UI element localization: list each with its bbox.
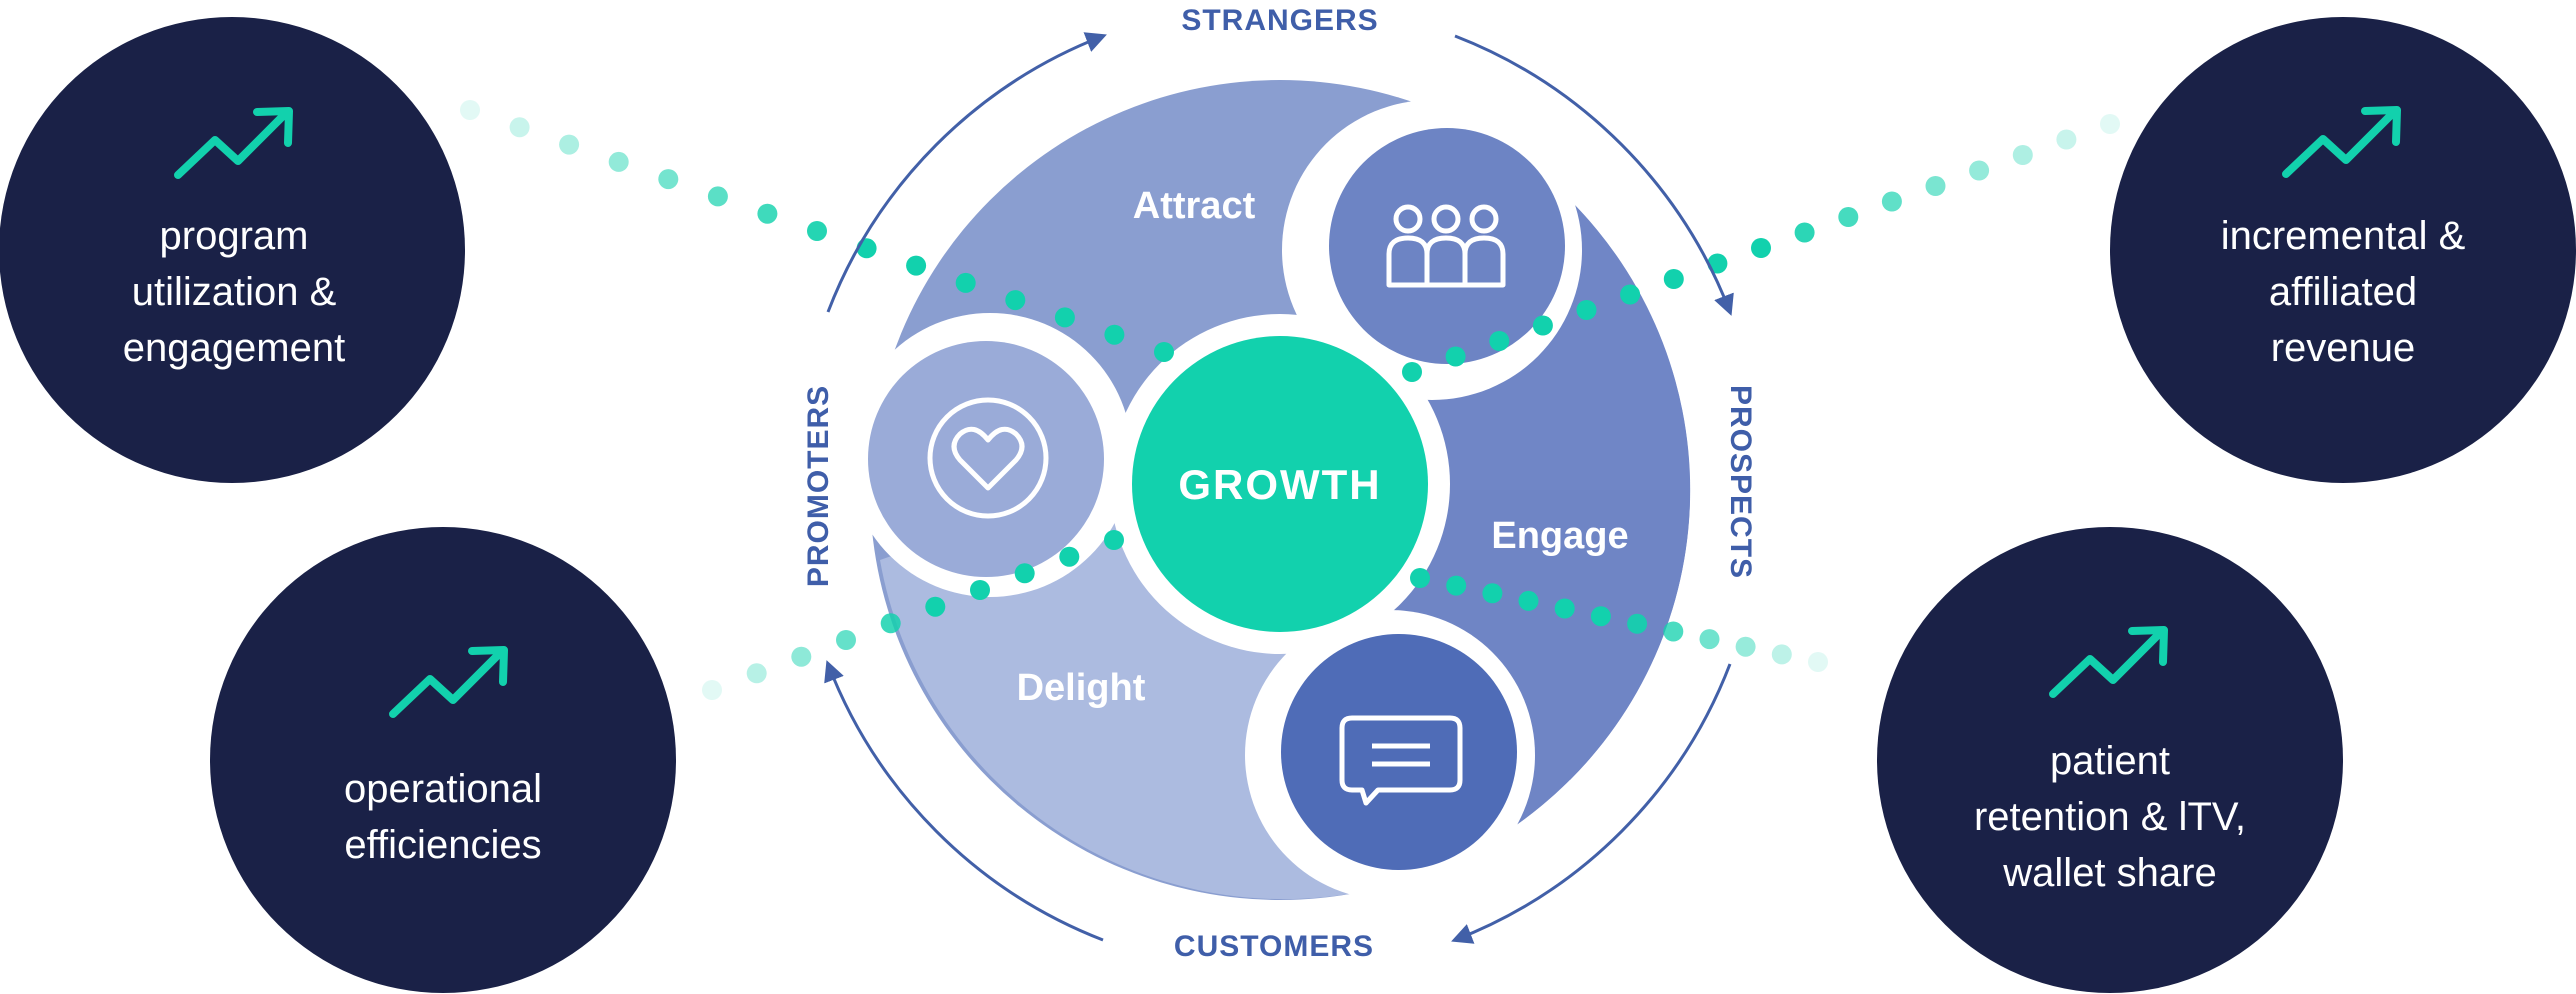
connector-dot xyxy=(1104,530,1124,550)
attract-label: Attract xyxy=(1133,185,1256,227)
connector-dot xyxy=(1735,636,1756,657)
outcome-text-line: engagement xyxy=(123,326,345,370)
label-promoters: PROMOTERS xyxy=(802,385,835,587)
cycle-arrows xyxy=(824,32,1734,944)
outcome-bottom-left: operational efficiencies xyxy=(210,527,676,993)
growth-center xyxy=(1132,336,1428,632)
connector-dot xyxy=(1663,269,1684,289)
connector-dot xyxy=(2012,145,2033,165)
outcome-circle xyxy=(210,527,676,993)
connector-dot xyxy=(856,238,877,259)
connector-dot xyxy=(1794,222,1815,243)
outcome-text-line: operational xyxy=(344,767,542,811)
connector-dot xyxy=(559,134,580,155)
connector-dot xyxy=(608,151,629,172)
connector-dot xyxy=(955,272,976,293)
heart-icon xyxy=(927,397,1049,519)
delight-label: Delight xyxy=(1017,667,1146,709)
flywheel xyxy=(848,80,1691,900)
outcome-text-line: affiliated xyxy=(2269,270,2417,314)
connector-dot xyxy=(757,203,778,224)
delight-node xyxy=(868,341,1104,577)
outcome-circle xyxy=(2110,17,2576,483)
arrow-customers-right xyxy=(1451,663,1732,944)
outcome-text-line: wallet share xyxy=(2002,851,2216,895)
outcome-top-right: incremental & affiliated revenue xyxy=(2110,17,2576,483)
attract-node xyxy=(1329,128,1565,364)
outcome-bottom-right: patient retention & lTV, wallet share xyxy=(1877,527,2343,993)
connector-dot xyxy=(1590,606,1611,627)
connector-dot xyxy=(1005,290,1026,311)
outcome-text-line: patient xyxy=(2050,739,2170,783)
connector-dot xyxy=(509,117,530,138)
connector-dot xyxy=(1576,300,1597,320)
connector-dot xyxy=(1445,346,1466,367)
connector-dot xyxy=(658,169,679,190)
connector-dot xyxy=(1751,238,1771,258)
label-prospects: PROSPECTS xyxy=(1724,385,1757,579)
connector-dot xyxy=(1627,613,1648,634)
dotted-connectors xyxy=(460,100,2120,700)
trend-up-icon xyxy=(389,646,508,718)
arrow-customers-left xyxy=(824,660,1104,942)
connector-dot xyxy=(1771,644,1792,665)
outcome-circle xyxy=(1877,527,2343,993)
outcome-text-line: retention & lTV, xyxy=(1974,795,2246,839)
connector-dot xyxy=(2056,129,2077,150)
arrow-strangers-right xyxy=(1454,34,1734,316)
connector-dot xyxy=(925,596,946,617)
connector-dot xyxy=(906,255,927,276)
outcome-top-left: program utilization & engagement xyxy=(0,17,465,483)
outcome-text-line: revenue xyxy=(2271,326,2416,370)
connector-dot xyxy=(807,221,827,241)
connector-dot xyxy=(1969,160,1990,181)
connector-dot xyxy=(1554,598,1575,619)
connector-dot xyxy=(746,663,767,684)
connector-dot xyxy=(1059,546,1080,567)
engage-label: Engage xyxy=(1491,515,1628,557)
connector-dot xyxy=(1881,191,1902,212)
connector-dot xyxy=(1402,362,1422,382)
connector-dot xyxy=(707,186,728,207)
trend-up-icon xyxy=(2049,626,2168,698)
trend-up-icon xyxy=(2282,106,2401,178)
chat-bubble-icon xyxy=(1339,715,1463,806)
outcome-circle xyxy=(0,17,465,483)
connector-dot xyxy=(1518,590,1539,611)
label-strangers: STRANGERS xyxy=(1181,4,1378,37)
connector-dot xyxy=(1482,583,1503,604)
connector-dot xyxy=(702,680,722,700)
outcome-text-line: utilization & xyxy=(132,270,337,314)
connector-dot xyxy=(1808,652,1828,672)
center-growth-label: GROWTH xyxy=(1178,461,1381,508)
connector-dot xyxy=(1532,315,1553,336)
connector-dot xyxy=(460,100,480,120)
connector-dot xyxy=(1014,563,1035,584)
label-customers: CUSTOMERS xyxy=(1174,930,1374,963)
connector-dot xyxy=(1410,568,1430,588)
trend-up-icon xyxy=(174,107,293,179)
connector-dot xyxy=(1104,324,1125,345)
connector-dot xyxy=(1054,307,1075,328)
connector-dot xyxy=(836,630,856,650)
connector-dot xyxy=(1838,207,1859,227)
connector-dot xyxy=(1489,331,1510,351)
outcome-text-line: efficiencies xyxy=(344,823,541,867)
outcome-text-line: program xyxy=(160,214,309,258)
connector-dot xyxy=(2100,114,2120,134)
connector-dot xyxy=(1699,629,1720,650)
connector-dot xyxy=(1663,621,1684,642)
engage-node xyxy=(1281,634,1517,870)
people-group-icon xyxy=(1386,204,1506,288)
arrow-strangers-left xyxy=(826,32,1107,313)
connector-dot xyxy=(1154,342,1174,362)
connector-dot xyxy=(1925,176,1946,196)
outcome-text-line: incremental & xyxy=(2221,214,2466,258)
connector-dot xyxy=(1446,575,1467,596)
connector-dot xyxy=(1620,284,1641,305)
connector-dot xyxy=(880,613,901,634)
connector-dot xyxy=(970,580,990,600)
connector-dot xyxy=(791,646,812,667)
